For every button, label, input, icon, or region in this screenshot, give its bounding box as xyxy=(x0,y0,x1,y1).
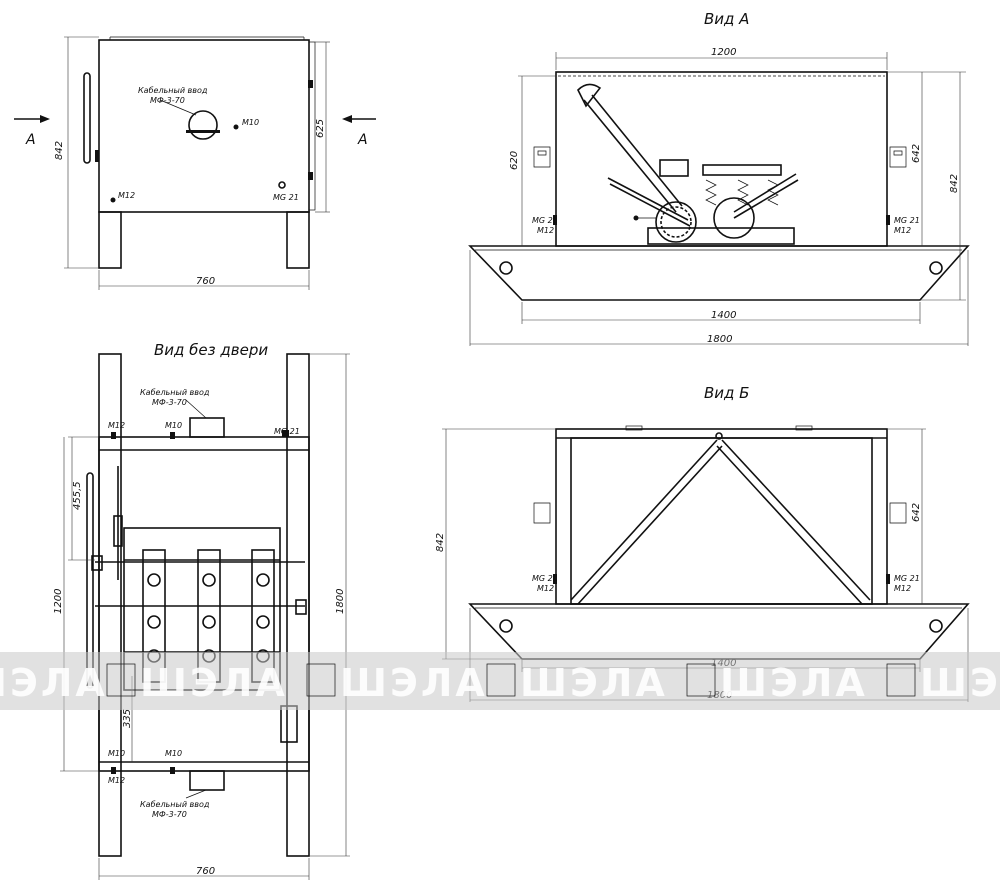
view-no-door: Вид без двери Кабельный ввод МФ-3-70 Каб… xyxy=(53,341,350,880)
view-a-cabinet xyxy=(555,71,888,247)
svg-text:М10: М10 xyxy=(242,118,259,127)
front-cabinet-body xyxy=(98,39,310,213)
svg-text:1400: 1400 xyxy=(711,310,736,321)
watermark-text: ШЭЛА xyxy=(0,661,108,705)
svg-text:М12: М12 xyxy=(894,226,911,235)
svg-text:М12: М12 xyxy=(894,584,911,593)
watermark-logo-icon xyxy=(886,663,916,697)
svg-text:760: 760 xyxy=(196,866,215,877)
no-door-cable-entry-top xyxy=(189,417,225,438)
front-cable-entry-label: Кабельный ввод xyxy=(138,86,208,95)
view-a-base-tray xyxy=(468,245,970,301)
watermark-logo-icon xyxy=(686,663,716,697)
svg-text:642: 642 xyxy=(911,503,922,522)
svg-text:М12: М12 xyxy=(537,226,554,235)
svg-text:МG 21: МG 21 xyxy=(894,574,920,583)
svg-text:МG 21: МG 21 xyxy=(894,216,920,225)
svg-text:М10: М10 xyxy=(108,749,125,758)
svg-text:842: 842 xyxy=(949,174,960,193)
svg-text:МG 21: МG 21 xyxy=(273,193,299,202)
svg-text:335: 335 xyxy=(122,709,133,728)
svg-text:МG 21: МG 21 xyxy=(532,216,558,225)
view-a: Вид А МG 21 М12 МG 21 М12 xyxy=(468,10,970,346)
front-view: Кабельный ввод МФ-3-70 М10 М12 МG 21 760… xyxy=(14,36,376,290)
svg-text:МG 21: МG 21 xyxy=(274,427,300,436)
view-a-switch-mechanism xyxy=(577,83,799,245)
svg-text:МФ-3-70: МФ-3-70 xyxy=(152,398,187,407)
svg-text:М12: М12 xyxy=(108,776,125,785)
svg-text:ШЭЛА: ШЭЛА xyxy=(340,661,488,705)
svg-text:1800: 1800 xyxy=(335,589,346,614)
front-leg-left xyxy=(98,211,122,269)
svg-text:Кабельный ввод: Кабельный ввод xyxy=(140,800,210,809)
no-door-window xyxy=(280,705,298,743)
front-dim-width: 760 xyxy=(196,276,215,287)
svg-text:М10: М10 xyxy=(165,421,182,430)
svg-text:ШЭЛА: ШЭЛА xyxy=(920,661,1000,705)
svg-text:1800: 1800 xyxy=(707,334,732,345)
svg-text:842: 842 xyxy=(435,533,446,552)
view-a-dim-top: 1200 xyxy=(711,47,736,58)
svg-text:МG 21: МG 21 xyxy=(532,574,558,583)
svg-text:Кабельный ввод: Кабельный ввод xyxy=(140,388,210,397)
svg-text:А: А xyxy=(25,132,36,148)
watermark-logo-icon xyxy=(486,663,516,697)
view-a-bracket-left xyxy=(533,146,551,168)
svg-text:ШЭЛА: ШЭЛА xyxy=(140,661,288,705)
watermark-logo-icon xyxy=(106,663,136,697)
svg-text:М12: М12 xyxy=(537,584,554,593)
svg-text:М12: М12 xyxy=(108,421,125,430)
svg-text:М12: М12 xyxy=(118,191,135,200)
front-bolt-m12-icon xyxy=(110,197,116,203)
svg-text:А: А xyxy=(357,132,368,148)
front-cable-entry-code: МФ-3-70 xyxy=(150,96,185,105)
view-b-brace-right xyxy=(721,439,871,601)
view-b-base-tray xyxy=(468,603,970,660)
svg-text:1200: 1200 xyxy=(53,589,64,614)
svg-text:М10: М10 xyxy=(165,749,182,758)
front-cable-entry xyxy=(188,110,218,140)
svg-text:455,5: 455,5 xyxy=(72,481,83,510)
watermark-logo-icon xyxy=(306,663,336,697)
view-b-brace-left xyxy=(570,439,718,601)
front-side-panel xyxy=(308,41,316,211)
svg-text:620: 620 xyxy=(509,151,520,170)
view-a-title: Вид А xyxy=(704,10,749,28)
svg-text:ШЭЛА: ШЭЛА xyxy=(520,661,668,705)
front-dim-side: 625 xyxy=(315,119,326,138)
svg-text:642: 642 xyxy=(911,144,922,163)
front-leg-right xyxy=(286,211,310,269)
view-no-door-title: Вид без двери xyxy=(154,341,268,359)
front-door-handle xyxy=(83,72,91,164)
front-ground-mg21-icon xyxy=(278,181,286,189)
view-a-bracket-right xyxy=(889,146,907,168)
front-dim-height: 842 xyxy=(54,141,65,160)
front-bolt-m10-icon xyxy=(233,124,239,130)
view-b-title: Вид Б xyxy=(704,384,749,402)
watermark-band: ШЭЛА ШЭЛА ШЭЛА ШЭЛА ШЭЛА ШЭЛА xyxy=(0,652,1000,710)
svg-text:ШЭЛА: ШЭЛА xyxy=(720,661,868,705)
svg-text:МФ-3-70: МФ-3-70 xyxy=(152,810,187,819)
no-door-cable-entry-bottom xyxy=(189,770,225,791)
